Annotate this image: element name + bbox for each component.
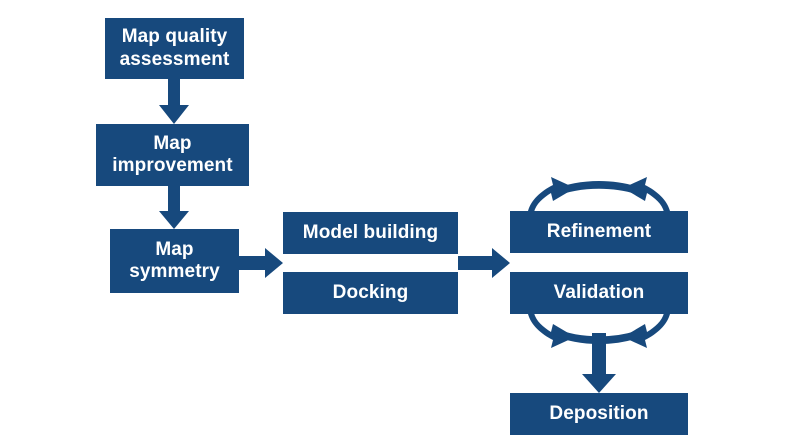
node-map-quality-assessment[interactable]: Map quality assessment [105, 18, 244, 79]
node-label: Map improvement [112, 132, 233, 176]
cycle-arc-bottom-right [623, 313, 670, 348]
cycle-arc-bottom-span [553, 328, 645, 344]
cycle-arc-top-left [528, 177, 575, 212]
node-label: Validation [553, 281, 645, 303]
arrow-cycle-to-deposition [582, 333, 616, 393]
node-label: Model building [302, 221, 439, 243]
node-label: Map symmetry [129, 238, 220, 282]
node-label: Deposition [549, 402, 649, 424]
node-map-symmetry[interactable]: Map symmetry [110, 229, 239, 293]
node-label: Docking [332, 281, 409, 303]
arrow-map-symmetry-to-model-docking [239, 248, 283, 278]
node-model-building[interactable]: Model building [283, 212, 458, 254]
cycle-arc-top-span [553, 181, 645, 197]
node-deposition[interactable]: Deposition [510, 393, 688, 435]
cycle-arc-top-right [623, 177, 670, 212]
node-map-improvement[interactable]: Map improvement [96, 124, 249, 186]
arrow-model-docking-to-refinement-validation [458, 248, 510, 278]
node-docking[interactable]: Docking [283, 272, 458, 314]
cycle-arc-bottom-left [528, 313, 575, 348]
node-label: Refinement [546, 220, 652, 242]
node-label: Map quality assessment [119, 26, 230, 70]
arrow-map-improvement-to-map-symmetry [159, 186, 189, 229]
node-validation[interactable]: Validation [510, 272, 688, 314]
arrow-map-quality-to-map-improvement [159, 79, 189, 124]
node-refinement[interactable]: Refinement [510, 211, 688, 253]
